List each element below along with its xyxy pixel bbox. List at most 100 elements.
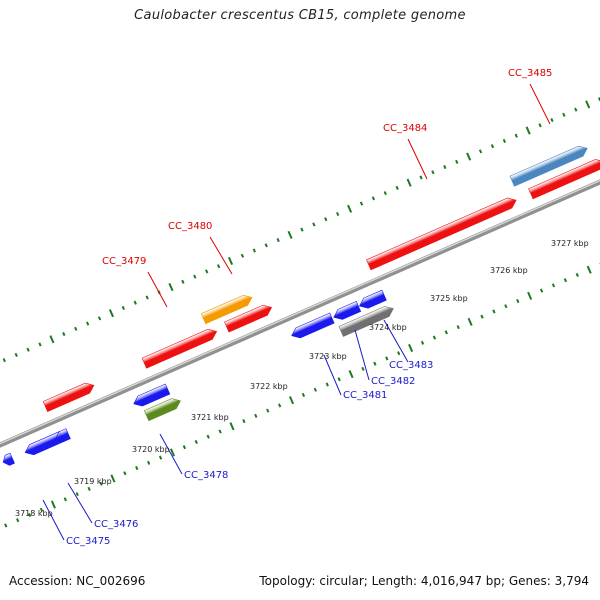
kbp-label-3726: 3726 kbp (490, 266, 528, 275)
outer-tick (431, 170, 435, 175)
outer-tick (168, 283, 174, 292)
outer-tick (562, 112, 566, 117)
outer-tick (74, 326, 78, 331)
gene-label-cc3484: CC_3484 (383, 123, 427, 134)
outer-tick (585, 100, 591, 109)
inner-tick (385, 356, 389, 361)
outer-tick (478, 149, 483, 154)
inner-tick (110, 474, 116, 483)
inner-tick (218, 429, 222, 434)
outer-tick (205, 269, 209, 274)
outer-tick (359, 201, 364, 206)
inner-tick (586, 265, 592, 274)
gene-label-cc3475: CC_3475 (66, 536, 110, 547)
kbp-label-3719: 3719 kbp (74, 477, 112, 486)
gene-arrow-cc3483 (358, 289, 387, 309)
inner-tick (169, 448, 175, 457)
outer-tick (574, 107, 578, 112)
outer-tick (466, 152, 472, 161)
inner-tick (348, 370, 354, 379)
outer-tick (300, 227, 304, 232)
gene-label-cc3482: CC_3482 (371, 376, 415, 387)
label-leaders (42, 83, 551, 541)
gene-arrow-cc3484 (366, 197, 517, 271)
outer-tick (514, 133, 518, 138)
outer-tick (216, 264, 221, 269)
inner-tick (480, 314, 484, 319)
outer-tick (312, 222, 316, 227)
accession-text: Accession: NC_002696 (9, 574, 146, 588)
outer-tick (502, 138, 506, 143)
inner-tick (242, 419, 246, 424)
outer-tick (406, 178, 412, 187)
outer-tick (26, 347, 30, 352)
outer-tick (347, 204, 353, 213)
inner-tick (408, 343, 414, 353)
outer-tick (525, 126, 531, 135)
leader-cc3482 (354, 329, 370, 381)
outer-tick (383, 191, 387, 196)
inner-tick (504, 304, 508, 309)
inner-tick (50, 500, 56, 509)
gene-label-cc3476: CC_3476 (94, 519, 138, 530)
inner-tick (182, 445, 187, 450)
gene-label-cc3479: CC_3479 (102, 256, 146, 267)
gene-arrow-gray (338, 306, 394, 337)
outer-tick (395, 185, 399, 190)
inner-tick (63, 497, 67, 502)
outer-tick (133, 300, 137, 305)
inner-tick (313, 387, 317, 392)
leader-cc3479 (147, 271, 168, 308)
map-title: Caulobacter crescentus CB15, complete ge… (134, 8, 466, 23)
inner-tick (337, 377, 341, 382)
leader-cc3483 (383, 319, 409, 363)
kbp-label-3720: 3720 kbp (132, 445, 170, 454)
gene-arrow-cc3485 (509, 145, 588, 187)
inner-tick (75, 492, 79, 497)
inner-tick (575, 272, 579, 277)
backbone-line (0, 179, 600, 448)
outer-tick (252, 248, 256, 253)
gene-arrow-fwd (528, 159, 600, 200)
outer-tick (550, 118, 554, 123)
inner-tick (492, 309, 496, 314)
outer-tick (276, 238, 280, 243)
outer-tick (193, 274, 197, 279)
gene-label-cc3481: CC_3481 (343, 390, 387, 401)
outer-tick (419, 175, 423, 180)
inner-tick (301, 392, 306, 398)
outer-tick (336, 211, 340, 217)
inner-tick (373, 361, 377, 366)
outer-tick (538, 123, 542, 128)
inner-tick (289, 396, 295, 405)
leader-cc3485 (529, 83, 551, 125)
inner-tick (135, 465, 139, 471)
inner-tick (123, 471, 127, 476)
kbp-label-3725: 3725 kbp (430, 294, 468, 303)
inner-tick (563, 278, 568, 283)
gene-arrow-rev (133, 383, 171, 407)
inner-tick (147, 460, 151, 465)
outer-tick (324, 217, 328, 222)
inner-tick (420, 340, 425, 345)
inner-tick (254, 413, 258, 418)
outer-tick (145, 295, 149, 300)
kbp-label-3723: 3723 kbp (309, 352, 347, 361)
inner-tick (229, 422, 235, 431)
inner-tick (87, 486, 91, 491)
gene-label-cc3478: CC_3478 (184, 470, 228, 481)
kbp-label-3722: 3722 kbp (250, 382, 288, 391)
outer-tick (14, 352, 18, 357)
outer-tick (97, 316, 102, 321)
leader-cc3476 (67, 482, 93, 524)
outer-tick (287, 230, 293, 239)
outer-tick (227, 256, 234, 266)
inner-tick (39, 507, 44, 512)
kbp-label-3718: 3718 kbp (15, 509, 53, 518)
gene-arrow-cc3475 (24, 431, 65, 456)
inner-tick (444, 330, 448, 335)
gene-arrow-cc3479 (141, 328, 218, 369)
inner-tick (467, 317, 473, 326)
inner-tick (27, 512, 32, 518)
